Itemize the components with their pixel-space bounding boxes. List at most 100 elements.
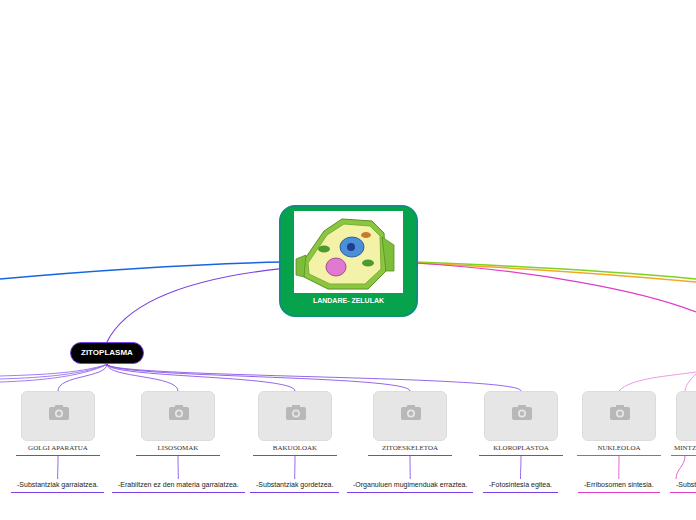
chloroplast xyxy=(362,260,374,267)
function-note: -Erribosomen sintesia. xyxy=(578,479,660,493)
organelle-card: KLOROPLASTOA xyxy=(479,391,563,456)
function-text: -Subst xyxy=(676,481,696,488)
organelle-card: NUKLEOLOA xyxy=(577,391,661,456)
image-placeholder-icon xyxy=(48,404,70,422)
node-title: LANDARE- ZELULAK xyxy=(285,296,412,305)
organelle-card: MINTZ xyxy=(671,391,696,456)
organelle-name: LISOSOMAK xyxy=(136,441,220,456)
image-placeholder-icon xyxy=(400,404,422,422)
organelle-name: NUKLEOLOA xyxy=(577,441,661,456)
organelle-name: ZITOESKELETOA xyxy=(368,441,452,456)
function-text: -Fotosintesia egitea. xyxy=(489,481,552,488)
function-note: -Substantziak garraiatzea. xyxy=(11,479,104,493)
function-note: -Fotosintesia egitea. xyxy=(483,479,558,493)
nucleus xyxy=(340,237,364,257)
organelle-card: LISOSOMAK xyxy=(136,391,220,456)
connector xyxy=(618,456,619,479)
camera-top xyxy=(518,405,526,408)
image-placeholder xyxy=(676,391,696,441)
function-text: -Substantziak gordetzea. xyxy=(256,481,333,488)
connector xyxy=(294,456,295,479)
function-text: -Substantziak garraiatzea. xyxy=(17,481,98,488)
function-note: -Subst xyxy=(670,479,696,493)
image-placeholder-icon xyxy=(511,404,533,422)
organelle-name: KLOROPLASTOA xyxy=(479,441,563,456)
camera-body xyxy=(401,407,421,420)
function-text: -Organuluen mugimenduak erraztea. xyxy=(353,481,467,488)
organelle-card: GOLGI APARATUA xyxy=(16,391,100,456)
camera-top xyxy=(55,405,63,408)
purple-branch xyxy=(0,364,108,379)
image-placeholder-icon xyxy=(168,404,190,422)
image-placeholder-icon xyxy=(285,404,307,422)
camera-top xyxy=(407,405,415,408)
illustration-frame xyxy=(294,211,403,293)
camera-lens xyxy=(177,411,182,416)
topic-label: ZITOPLASMA xyxy=(81,348,133,357)
connector xyxy=(57,456,58,479)
connector xyxy=(178,456,179,479)
organelle-card: BAKUOLOAK xyxy=(253,391,337,456)
blue-branch xyxy=(0,262,281,279)
pink-branch xyxy=(416,263,696,312)
organelle-card: ZITOESKELETOA xyxy=(368,391,452,456)
topic-pill: ZITOPLASMA xyxy=(70,342,144,364)
camera-lens xyxy=(57,411,62,416)
vacuole xyxy=(326,258,346,276)
neighbour-cell xyxy=(382,237,394,271)
camera-lens xyxy=(616,410,624,418)
pink-branch xyxy=(685,374,696,391)
purple-branch xyxy=(0,364,108,382)
camera-lens xyxy=(409,411,414,416)
cytoplasm xyxy=(308,224,381,284)
organelle-name: GOLGI APARATUA xyxy=(16,441,100,456)
function-text: -Erribosomen sintesia. xyxy=(584,481,654,488)
connector xyxy=(107,364,410,391)
image-placeholder xyxy=(582,391,656,441)
camera-lens xyxy=(407,410,415,418)
function-note: -Organuluen mugimenduak erraztea. xyxy=(347,479,473,493)
function-note: -Substantziak gordetzea. xyxy=(250,479,339,493)
organelle-name: BAKUOLOAK xyxy=(253,441,337,456)
camera-lens xyxy=(618,411,623,416)
camera-body xyxy=(286,407,306,420)
camera-lens xyxy=(55,410,63,418)
connector xyxy=(107,364,521,391)
camera-body xyxy=(49,407,69,420)
camera-top xyxy=(175,405,183,408)
camera-lens xyxy=(292,410,300,418)
connector xyxy=(107,364,295,391)
image-placeholder xyxy=(484,391,558,441)
connector xyxy=(410,456,411,479)
camera-lens xyxy=(520,411,525,416)
pink-branch xyxy=(619,372,696,391)
function-note: -Erabiltzen ez den materia garraiatzea. xyxy=(112,479,245,493)
connector xyxy=(107,269,279,342)
camera-lens xyxy=(294,411,299,416)
organelle-name: MINTZ xyxy=(671,441,696,456)
nucleolus xyxy=(347,243,355,251)
image-placeholder-icon xyxy=(609,404,631,422)
connector xyxy=(58,364,107,391)
plant-cell-illustration xyxy=(294,211,403,293)
image-placeholder xyxy=(373,391,447,441)
camera-top xyxy=(292,405,300,408)
camera-body xyxy=(169,407,189,420)
mitochondrion xyxy=(361,232,371,238)
camera-lens xyxy=(518,410,526,418)
camera-top xyxy=(616,405,624,408)
image-placeholder xyxy=(21,391,95,441)
neighbour-cell xyxy=(296,255,306,277)
image-placeholder xyxy=(258,391,332,441)
connector xyxy=(676,456,685,479)
central-node: LANDARE- ZELULAK xyxy=(279,205,418,317)
image-placeholder xyxy=(141,391,215,441)
camera-lens xyxy=(175,410,183,418)
connector xyxy=(520,456,521,479)
cell-wall xyxy=(302,219,386,289)
camera-body xyxy=(610,407,630,420)
chloroplast xyxy=(318,246,330,253)
function-text: -Erabiltzen ez den materia garraiatzea. xyxy=(118,481,239,488)
camera-body xyxy=(512,407,532,420)
